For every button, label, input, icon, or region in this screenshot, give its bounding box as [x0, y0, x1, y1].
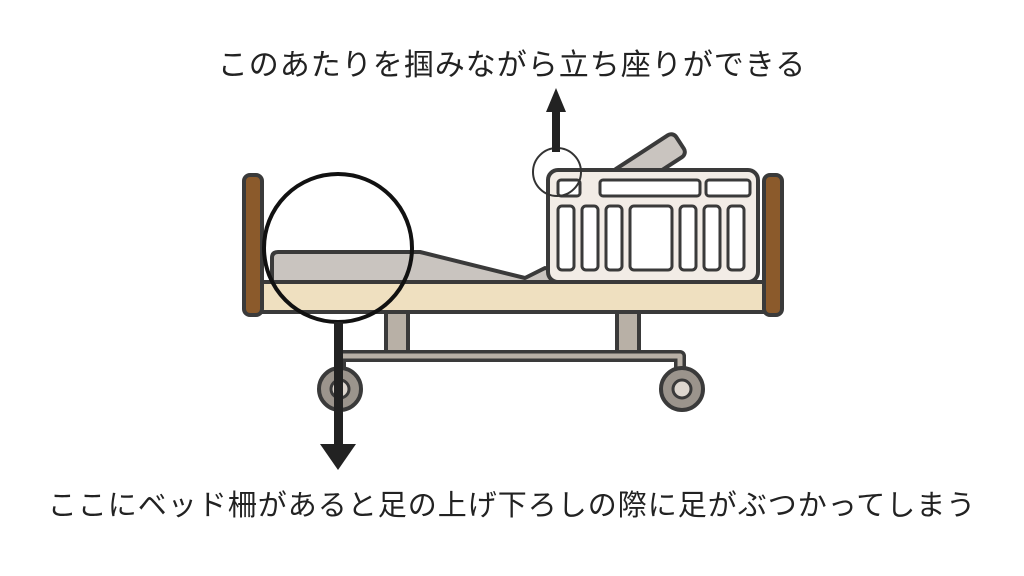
bed-mattress — [270, 250, 562, 287]
footboard — [242, 173, 264, 317]
bed-leg-right — [615, 310, 641, 354]
arrow-up-icon — [546, 88, 566, 152]
bed-base — [334, 350, 686, 372]
wheel-right — [659, 366, 705, 412]
bed-frame — [253, 280, 772, 314]
side-rail — [546, 168, 760, 284]
headboard — [762, 173, 784, 317]
bed-leg-left — [384, 310, 410, 354]
caption-top: このあたりを掴みながら立ち座りができる — [217, 48, 807, 83]
caption-bottom: ここにベッド柵があると足の上げ下ろしの際に足がぶつかってしまう — [47, 488, 977, 522]
arrow-down-icon — [320, 322, 356, 470]
